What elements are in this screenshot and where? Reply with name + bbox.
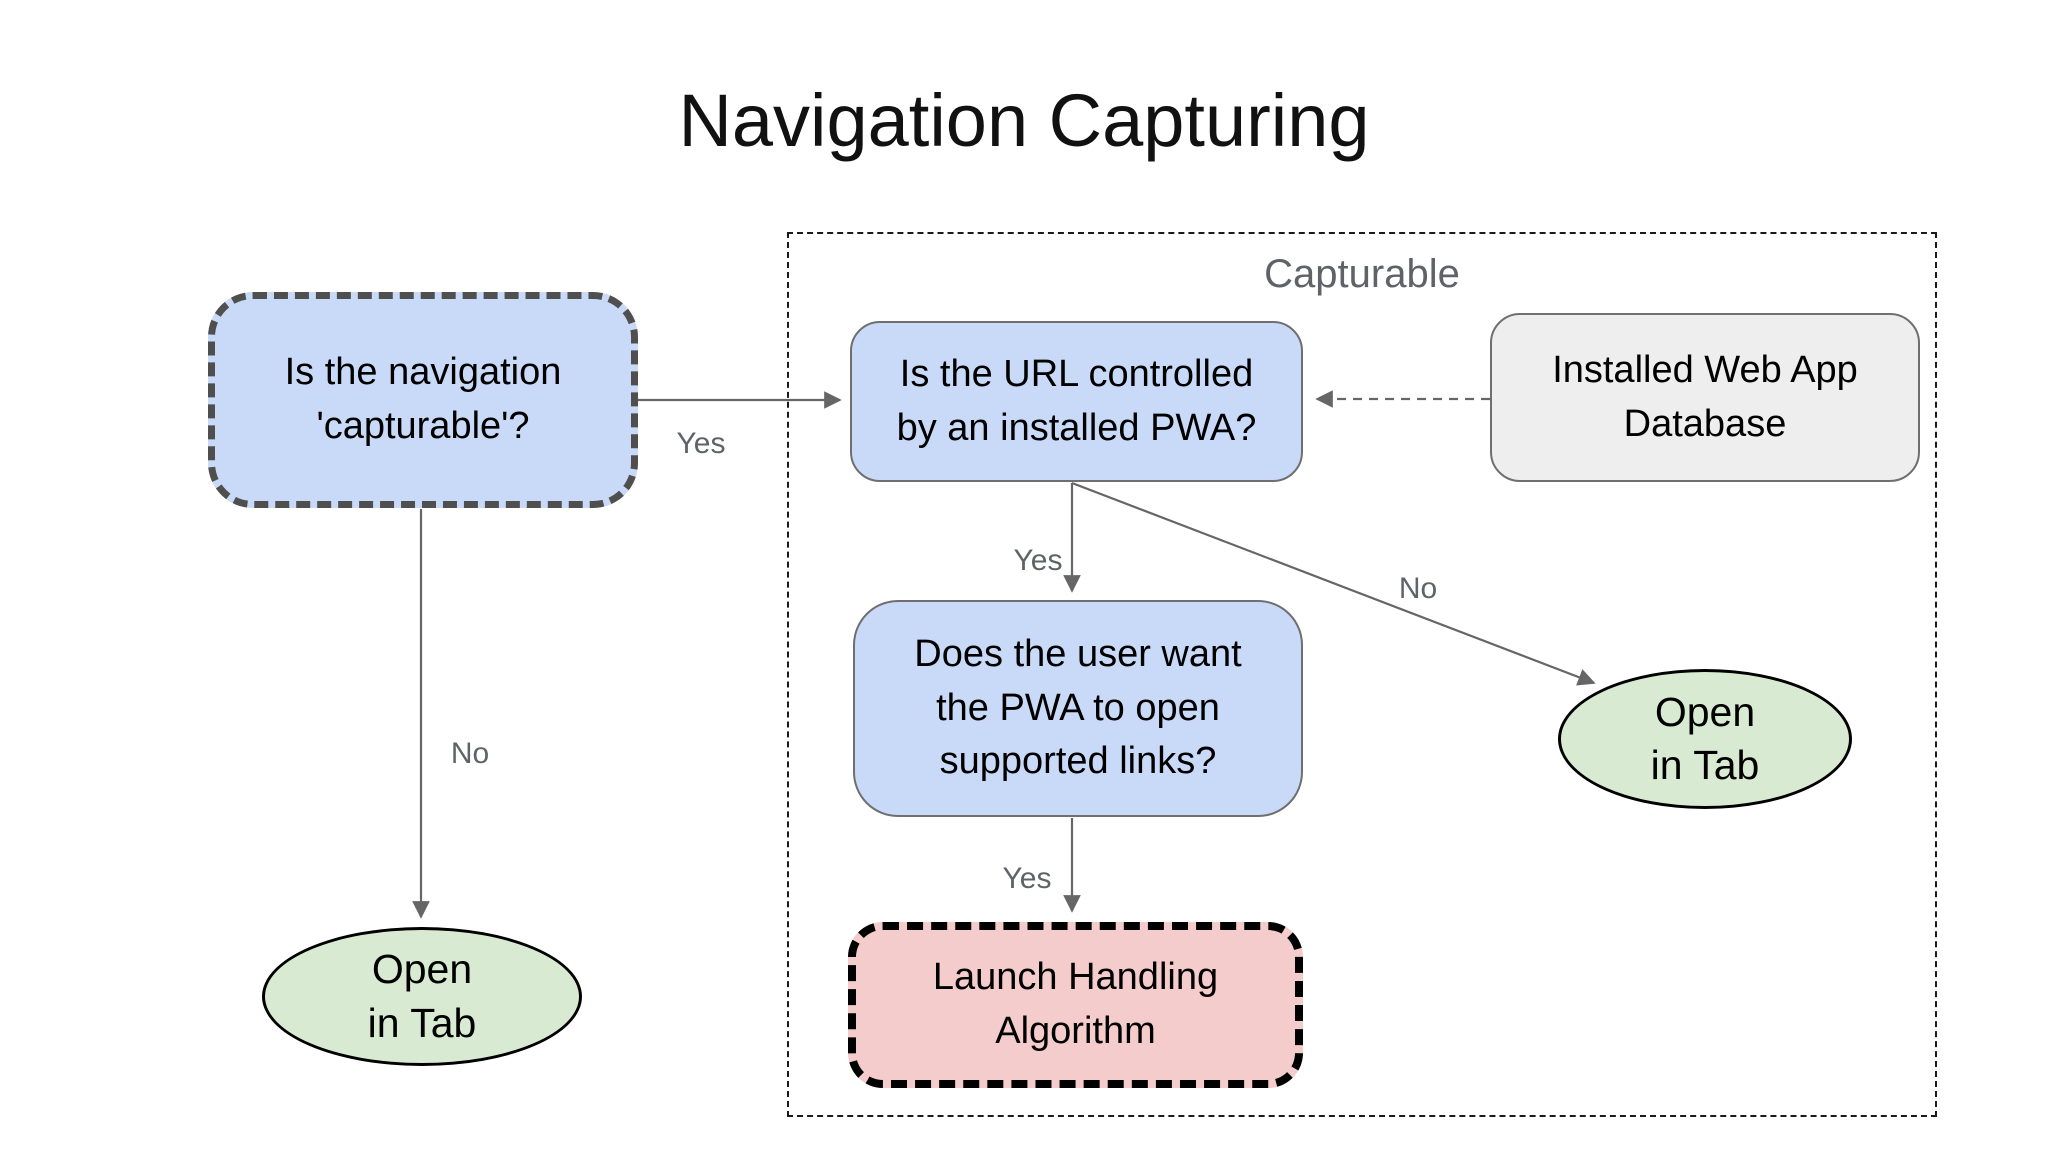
edge-label-url-yes: Yes: [1013, 544, 1063, 577]
terminal-open-in-tab-left: Open in Tab: [262, 927, 582, 1066]
terminal-open-in-tab-right: Open in Tab: [1558, 669, 1852, 809]
node-launch-handling-algorithm: Launch Handling Algorithm: [848, 922, 1303, 1088]
edge-label-capturable-yes: Yes: [676, 427, 726, 460]
node-installed-web-app-database: Installed Web App Database: [1490, 313, 1920, 482]
page-title: Navigation Capturing: [678, 79, 1370, 162]
node-url-controlled-by-pwa: Is the URL controlled by an installed PW…: [850, 321, 1303, 482]
edge-label-user-yes: Yes: [1002, 862, 1052, 895]
node-user-want-supported-links: Does the user want the PWA to open suppo…: [853, 600, 1303, 817]
node-url-controlled-by-pwa-text: Is the URL controlled by an installed PW…: [896, 352, 1257, 449]
capturable-group-container: Capturable: [787, 232, 1937, 1117]
node-installed-web-app-database-text: Installed Web App Database: [1552, 348, 1858, 445]
terminal-open-in-tab-left-text: Open in Tab: [367, 946, 477, 1046]
node-launch-handling-algorithm-text: Launch Handling Algorithm: [932, 956, 1219, 1052]
terminal-open-in-tab-right-text: Open in Tab: [1650, 688, 1760, 788]
node-user-want-supported-links-text: Does the user want the PWA to open suppo…: [914, 632, 1242, 783]
capturable-group-label: Capturable: [1264, 252, 1460, 296]
edge-label-url-no: No: [1398, 572, 1438, 605]
node-is-navigation-capturable: Is the navigation 'capturable'?: [208, 292, 638, 508]
node-is-navigation-capturable-text: Is the navigation 'capturable'?: [284, 351, 562, 447]
edge-label-capturable-no: No: [450, 737, 490, 770]
edge-url-no-arrow: [1071, 481, 1596, 686]
